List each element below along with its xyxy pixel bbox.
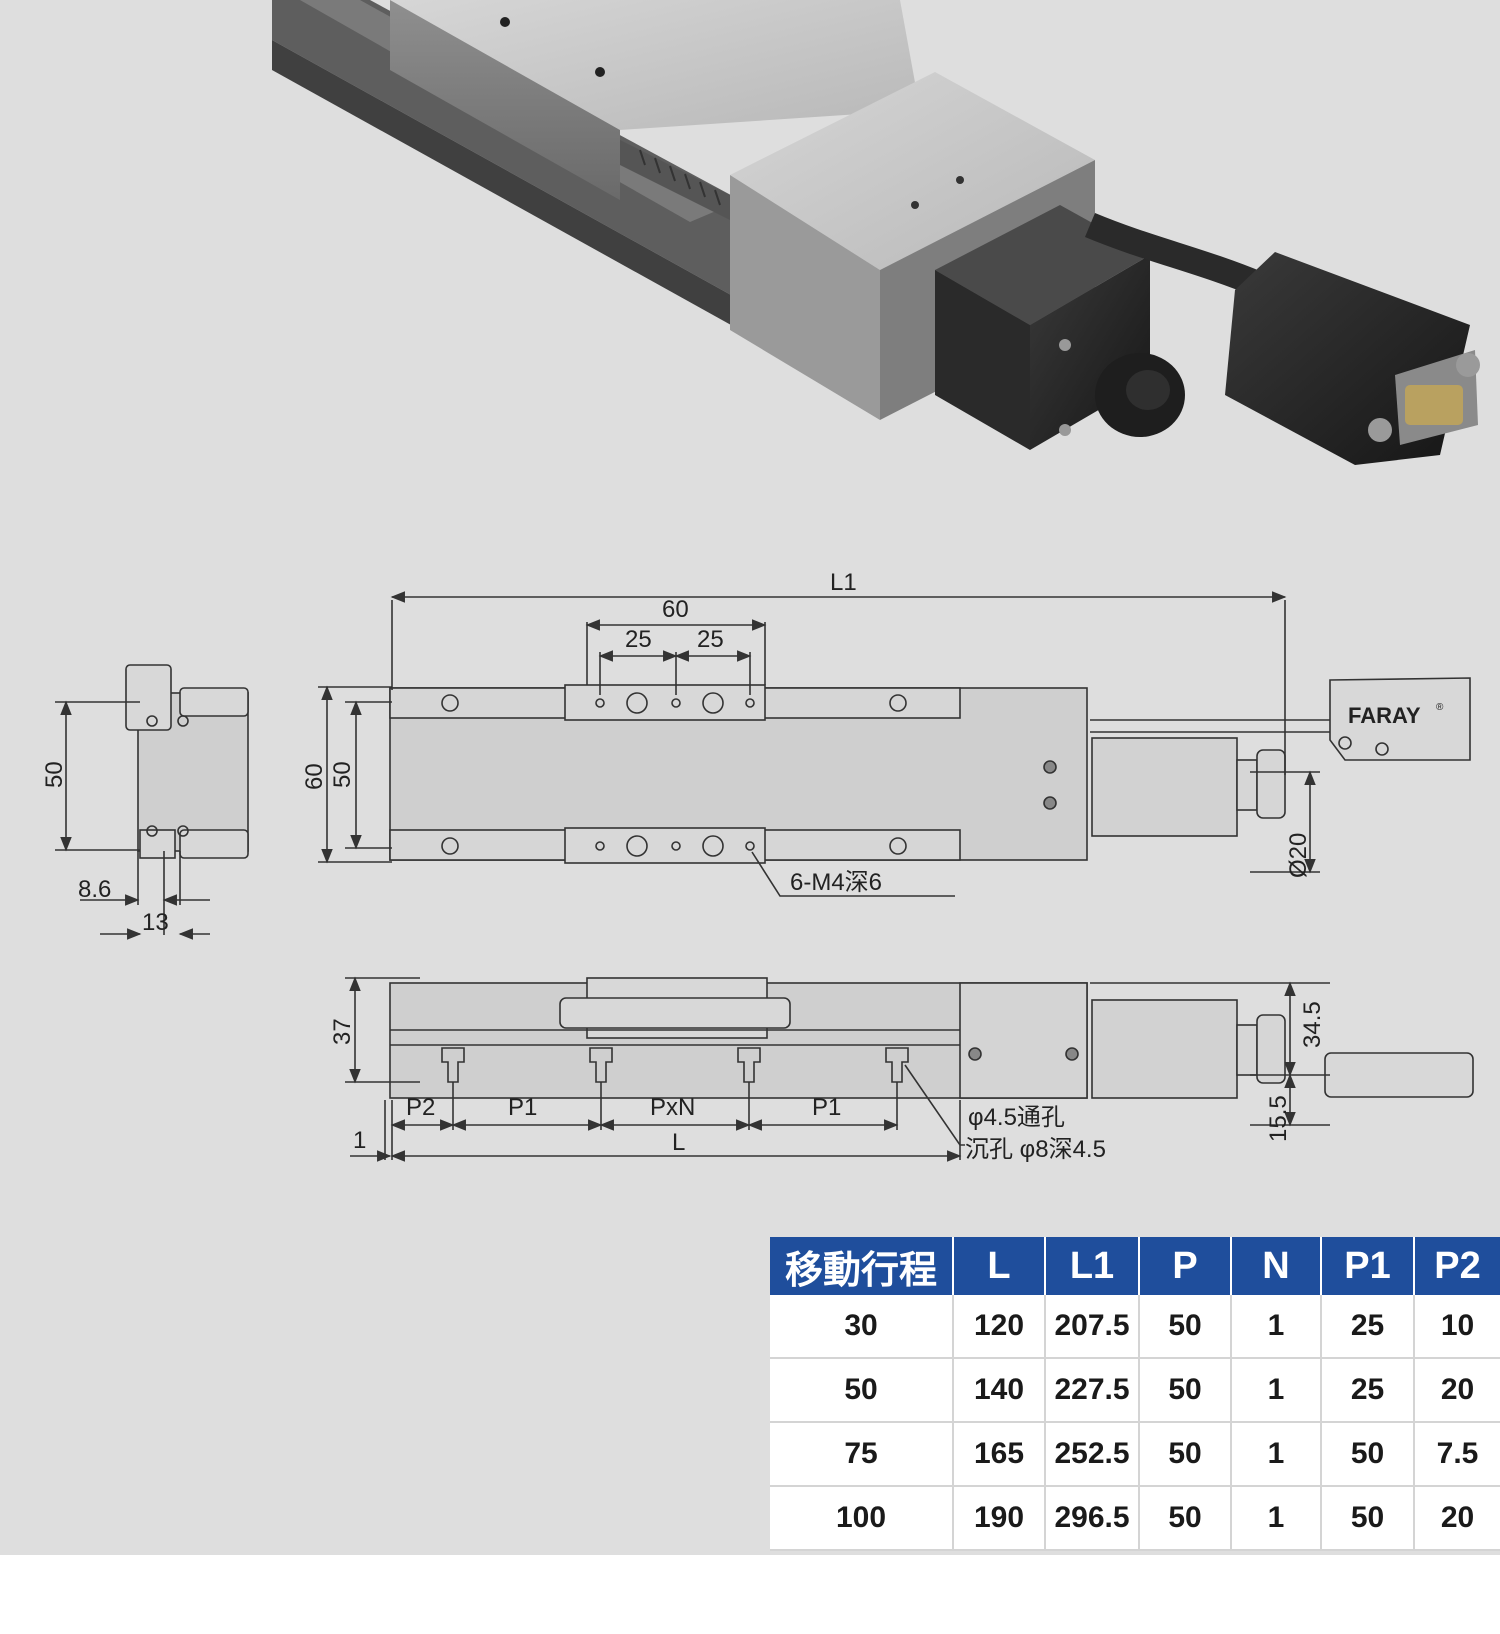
table-cell: 50 — [1139, 1295, 1232, 1359]
dim-1-label: 1 — [353, 1127, 366, 1154]
table-cell: 50 — [770, 1358, 954, 1423]
table-cell: 50 — [1139, 1358, 1232, 1423]
table-cell: 10 — [1414, 1295, 1500, 1359]
end-housing — [730, 72, 1095, 270]
dim-p1-left-label: P1 — [508, 1094, 537, 1121]
table-cell: 140 — [953, 1358, 1046, 1423]
table-cell: 165 — [953, 1422, 1046, 1487]
technical-drawing: L1 60 25 25 8.6 13 6-M4深6 P2 P1 PxN P1 1… — [41, 569, 1474, 1163]
dim-25-right-label: 25 — [697, 626, 724, 653]
dim-l1-label: L1 — [830, 569, 857, 596]
end-view — [55, 664, 249, 940]
dim-60-label: 60 — [662, 596, 689, 623]
table-cell: 25 — [1321, 1358, 1415, 1423]
dim-15-5-label: 15.5 — [1265, 1095, 1292, 1142]
dim-60-height-label: 60 — [301, 763, 328, 790]
dim-8-6-label: 8.6 — [78, 876, 111, 903]
table-cell: 25 — [1321, 1295, 1415, 1359]
table-row: 75 165 252.5 50 1 50 7.5 — [770, 1422, 1500, 1487]
header-n: N — [1231, 1237, 1322, 1295]
header-p2: P2 — [1414, 1237, 1500, 1295]
table-cell: 1 — [1231, 1295, 1322, 1359]
table-row: 100 190 296.5 50 1 50 20 — [770, 1486, 1500, 1551]
registered-mark: ® — [1436, 702, 1444, 713]
table-header-row: 移動行程 L L1 P N P1 P2 — [770, 1237, 1500, 1295]
table-row: 30 120 207.5 50 1 25 10 — [770, 1295, 1500, 1359]
product-sheet: L1 60 25 25 8.6 13 6-M4深6 P2 P1 PxN P1 1… — [0, 0, 1500, 1555]
header-travel: 移動行程 — [770, 1237, 954, 1295]
table-cell: 190 — [953, 1486, 1046, 1551]
table-cell: 20 — [1414, 1358, 1500, 1423]
table-cell: 50 — [1139, 1486, 1232, 1551]
product-render — [272, 0, 1480, 465]
table-cell: 100 — [770, 1486, 954, 1551]
top-view — [318, 591, 1471, 897]
dim-37-label: 37 — [329, 1018, 356, 1045]
table-cell: 1 — [1231, 1422, 1322, 1487]
table-cell: 1 — [1231, 1358, 1322, 1423]
dim-25-left-label: 25 — [625, 626, 652, 653]
page-bottom-margin — [0, 1555, 1500, 1634]
dim-50-height-label: 50 — [329, 761, 356, 788]
dim-34-5-label: 34.5 — [1299, 1001, 1326, 1048]
table-cell: 75 — [770, 1422, 954, 1487]
table-cell: 50 — [1139, 1422, 1232, 1487]
hole-note-counterbore: 沉孔 φ8深4.5 — [965, 1136, 1106, 1163]
table-cell: 50 — [1321, 1486, 1415, 1551]
dim-phi20-label: Ø20 — [1285, 833, 1312, 878]
header-l1: L1 — [1045, 1237, 1140, 1295]
motor-cable — [1085, 212, 1265, 298]
dim-p2-label: P2 — [406, 1094, 435, 1121]
table-cell: 120 — [953, 1295, 1046, 1359]
dim-pxn-label: PxN — [650, 1094, 695, 1121]
table-cell: 30 — [770, 1295, 954, 1359]
header-p1: P1 — [1321, 1237, 1415, 1295]
lead-screw — [620, 140, 740, 225]
hole-note-m4: 6-M4深6 — [790, 869, 882, 896]
dim-p1-right-label: P1 — [812, 1094, 841, 1121]
table-cell: 50 — [1321, 1422, 1415, 1487]
table-cell: 1 — [1231, 1486, 1322, 1551]
table-cell: 7.5 — [1414, 1422, 1500, 1487]
dim-13-label: 13 — [142, 909, 169, 936]
header-p: P — [1139, 1237, 1232, 1295]
spec-table: 移動行程 L L1 P N P1 P2 30 120 207.5 50 1 25… — [770, 1237, 1500, 1551]
table-cell: 20 — [1414, 1486, 1500, 1551]
brand-label: FARAY — [1348, 703, 1421, 728]
table-cell: 252.5 — [1045, 1422, 1140, 1487]
hole-note-through: φ4.5通孔 — [968, 1104, 1065, 1131]
carriage — [390, 0, 920, 130]
table-cell: 227.5 — [1045, 1358, 1140, 1423]
dimension-labels: L1 60 25 25 8.6 13 6-M4深6 P2 P1 PxN P1 1… — [41, 569, 1326, 1163]
side-view — [345, 976, 1474, 1162]
dim-50-end-label: 50 — [41, 761, 68, 788]
base-rail — [272, 0, 740, 300]
table-cell: 207.5 — [1045, 1295, 1140, 1359]
dim-l-label: L — [672, 1129, 685, 1156]
table-cell: 296.5 — [1045, 1486, 1140, 1551]
table-row: 50 140 227.5 50 1 25 20 — [770, 1358, 1500, 1423]
header-l: L — [953, 1237, 1046, 1295]
